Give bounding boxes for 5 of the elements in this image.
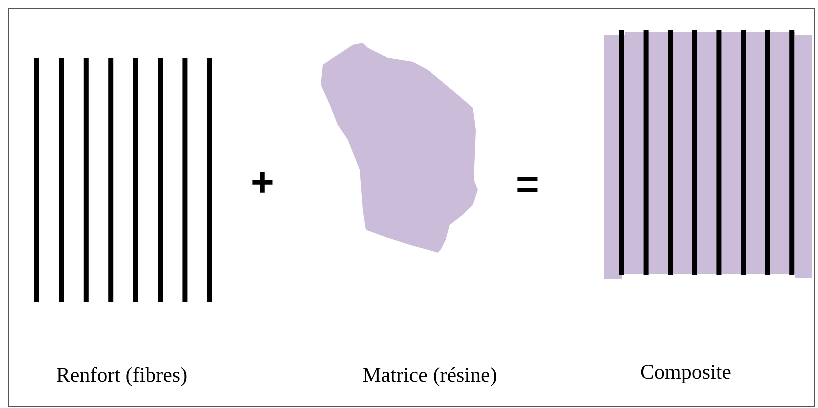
caption: Matrice (résine) [362,363,498,388]
plus-sign: + [251,163,274,203]
caption: Renfort (fibres) [55,363,189,388]
caption: Composite [639,360,732,385]
equals-sign: = [516,165,540,205]
